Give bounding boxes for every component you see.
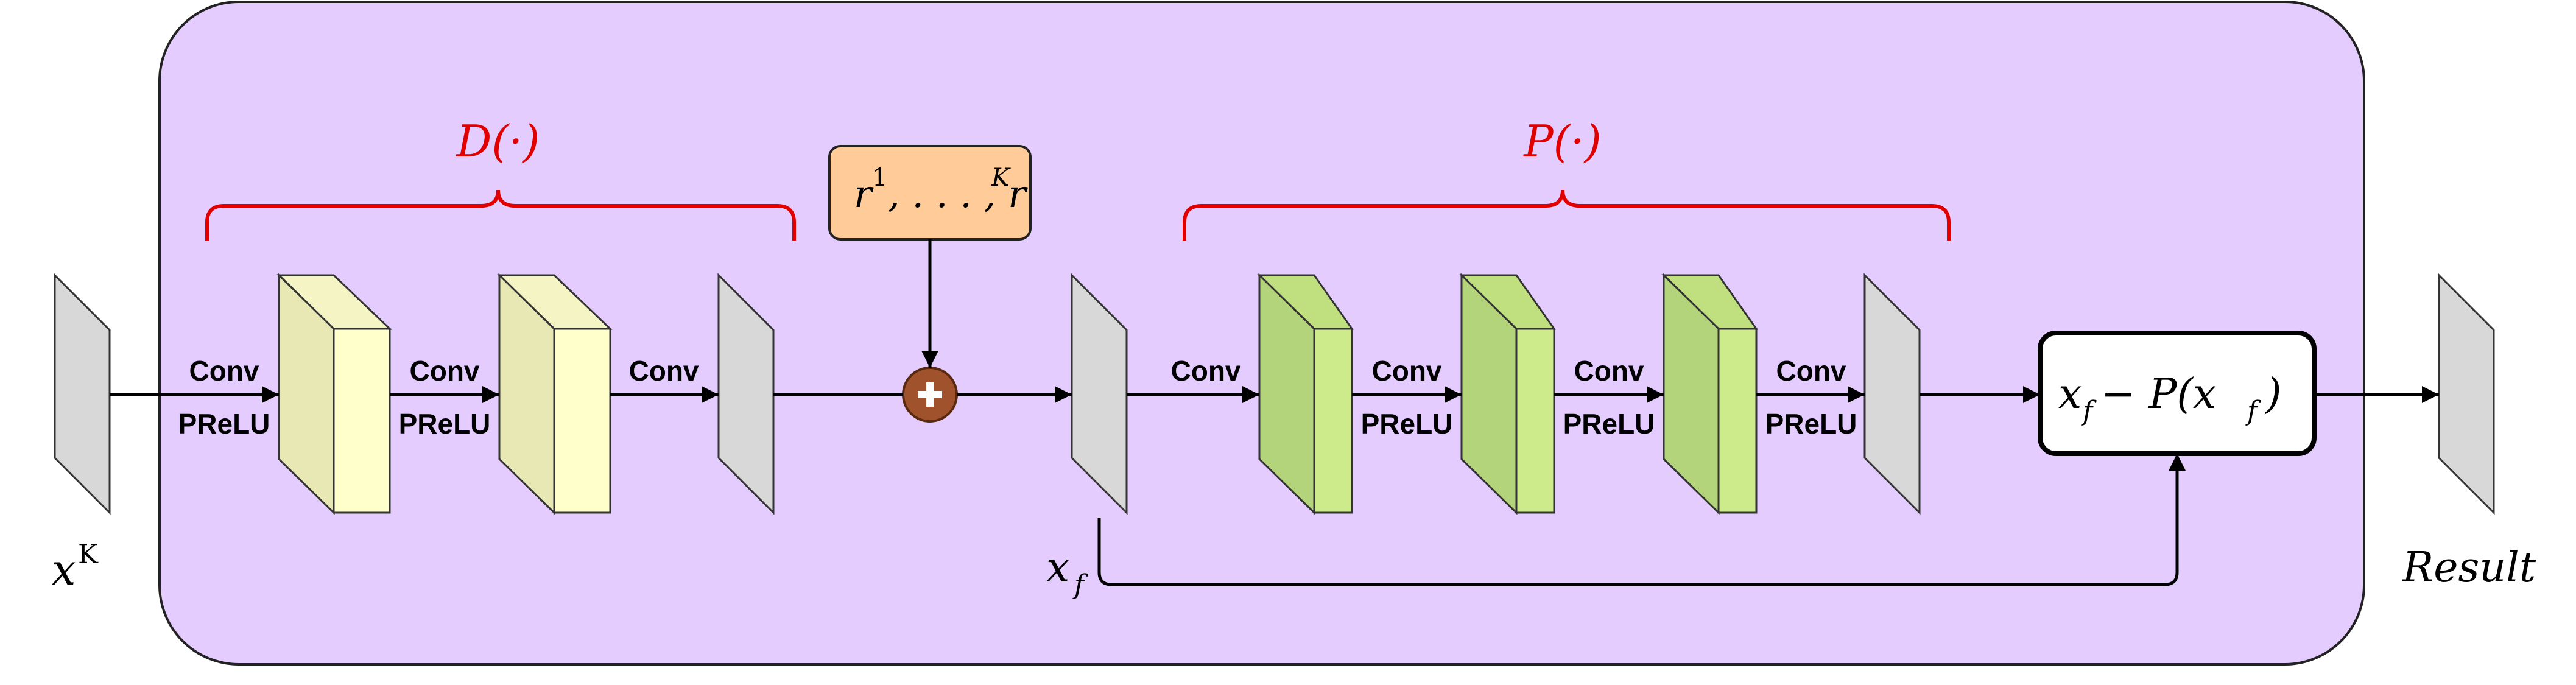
edge-labels: Conv PReLU Conv PReLU Conv Conv Conv PRe… xyxy=(178,355,1857,440)
edge-label-top: Conv xyxy=(410,355,480,387)
brace-d xyxy=(205,189,796,241)
svg-text:x: x xyxy=(52,545,76,595)
svg-text:, . . . , r: , . . . , r xyxy=(888,172,1028,216)
brace-d-label: D(·) xyxy=(456,116,540,167)
brace-p-label: P(·) xyxy=(1522,116,1602,167)
edge-label-bottom: PReLU xyxy=(1765,408,1857,440)
green-conv-block-1 xyxy=(1257,273,1354,515)
subtraction-box: x f − P(x f ) xyxy=(2038,331,2317,456)
edge-label-top: Conv xyxy=(1776,355,1846,387)
green-conv-block-3 xyxy=(1661,273,1758,515)
edge-label-top: Conv xyxy=(189,355,259,387)
edge-label-bottom: PReLU xyxy=(1361,408,1453,440)
prior-feature-map xyxy=(1863,273,1921,515)
svg-text:− P(x: − P(x xyxy=(2101,370,2216,418)
edge-label-top: Conv xyxy=(629,355,699,387)
output-feature-map xyxy=(2438,273,2495,515)
yellow-conv-block-2 xyxy=(497,273,613,515)
edge-label-top: Conv xyxy=(1372,355,1442,387)
input-label: x K xyxy=(52,539,99,595)
svg-text:): ) xyxy=(2264,370,2282,418)
edge-label-top: Conv xyxy=(1574,355,1644,387)
edge-label-bottom: PReLU xyxy=(1563,408,1655,440)
svg-text:K: K xyxy=(78,539,99,570)
output-label: Result xyxy=(2401,544,2536,592)
residual-input-box: r 1 , . . . , r K xyxy=(828,145,1032,241)
xf-feature-map xyxy=(1071,273,1128,515)
svg-text:r: r xyxy=(854,172,874,216)
edge-label-bottom: PReLU xyxy=(178,408,270,440)
plus-node xyxy=(902,367,958,423)
edge-label-bottom: PReLU xyxy=(399,408,491,440)
svg-text:K: K xyxy=(991,164,1011,192)
green-conv-block-2 xyxy=(1459,273,1556,515)
edge-label-top: Conv xyxy=(1171,355,1241,387)
svg-text:x: x xyxy=(2058,370,2082,418)
input-feature-map xyxy=(54,273,111,515)
arrow-xf-skip-connection xyxy=(1097,454,2186,586)
svg-text:x: x xyxy=(1046,544,1069,592)
denoised-feature-map xyxy=(717,273,775,515)
svg-text:1: 1 xyxy=(872,164,887,192)
yellow-conv-block-1 xyxy=(276,273,392,515)
brace-p xyxy=(1183,189,1951,241)
